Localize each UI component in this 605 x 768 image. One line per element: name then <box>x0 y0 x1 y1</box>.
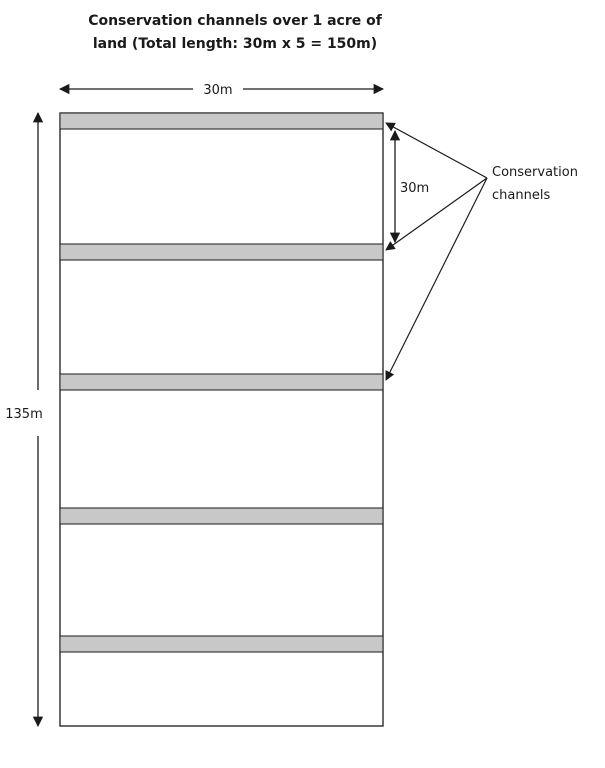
pointer-channel-1 <box>385 122 488 179</box>
spacing-label: 30m <box>400 181 429 196</box>
diagram-title: Conservation channels over 1 acre of lan… <box>0 10 470 56</box>
callout-pointers <box>385 122 488 381</box>
channel-3 <box>59 373 384 391</box>
callout-line-1: Conservation <box>492 165 578 180</box>
spacing-dimension: 30m <box>389 129 429 244</box>
height-dimension: 135m <box>5 111 44 728</box>
height-label: 135m <box>5 407 42 422</box>
callout-line-2: channels <box>492 188 550 203</box>
width-dimension: 30m <box>58 83 385 98</box>
channel-4 <box>59 507 384 525</box>
title-line-2: land (Total length: 30m x 5 = 150m) <box>92 36 378 52</box>
land-plot <box>59 112 384 727</box>
title-line-1: Conservation channels over 1 acre of <box>88 13 382 29</box>
pointer-channel-3 <box>385 177 488 381</box>
callout-label: Conservation channels <box>492 165 578 203</box>
channel-2 <box>59 243 384 261</box>
channel-1 <box>59 112 384 130</box>
pointer-channel-2 <box>385 177 488 251</box>
channels <box>59 112 384 653</box>
width-label: 30m <box>203 83 232 98</box>
channel-5 <box>59 635 384 653</box>
